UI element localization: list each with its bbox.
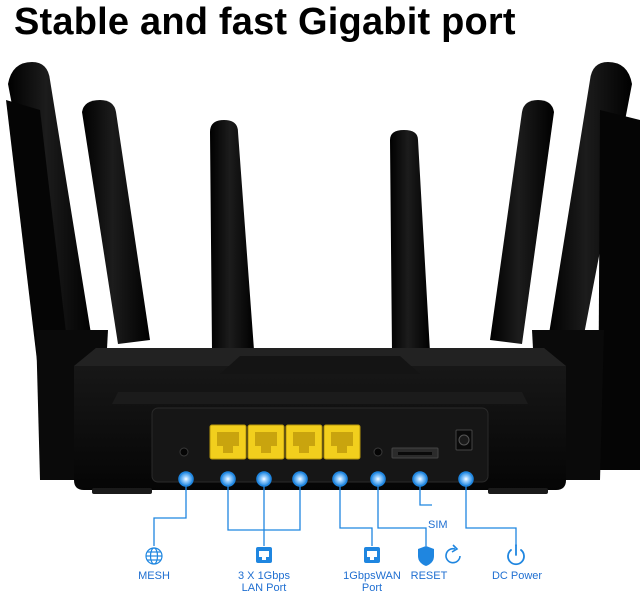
ethernet-wan-icon xyxy=(364,547,380,563)
lan-port-3 xyxy=(285,424,323,460)
antenna-far-right xyxy=(548,62,640,470)
shield-icon xyxy=(418,546,434,566)
mesh-label: MESH xyxy=(138,570,170,582)
wan-port xyxy=(323,424,361,460)
antenna-right xyxy=(490,100,554,344)
globe-icon xyxy=(145,547,163,565)
ethernet-lan-icon xyxy=(256,547,272,563)
antenna-center-left xyxy=(210,120,254,350)
lan-label-line1: 3 X 1Gbps xyxy=(238,570,290,582)
callout-dots xyxy=(178,471,474,487)
reset-label: RESET xyxy=(410,570,448,582)
headline-title: Stable and fast Gigabit port xyxy=(14,1,516,43)
router-body xyxy=(74,348,566,494)
antenna-center-right xyxy=(390,130,430,352)
mesh-button xyxy=(179,447,189,457)
dc-power-label: DC Power xyxy=(491,570,543,582)
sim-slot xyxy=(391,447,439,459)
sim-label: SIM xyxy=(428,519,448,531)
wan-label-line2: Port xyxy=(361,582,383,594)
wan-label-line1: 1GbpsWAN xyxy=(343,570,401,582)
callout-lines xyxy=(153,479,517,546)
dc-power-jack xyxy=(455,429,473,451)
refresh-icon xyxy=(445,544,461,564)
antenna-left xyxy=(82,100,150,344)
lan-label-line2: LAN Port xyxy=(241,582,287,594)
lan-port-1 xyxy=(209,424,247,460)
lan-port-2 xyxy=(247,424,285,460)
reset-button xyxy=(373,447,383,457)
power-icon xyxy=(507,544,525,566)
